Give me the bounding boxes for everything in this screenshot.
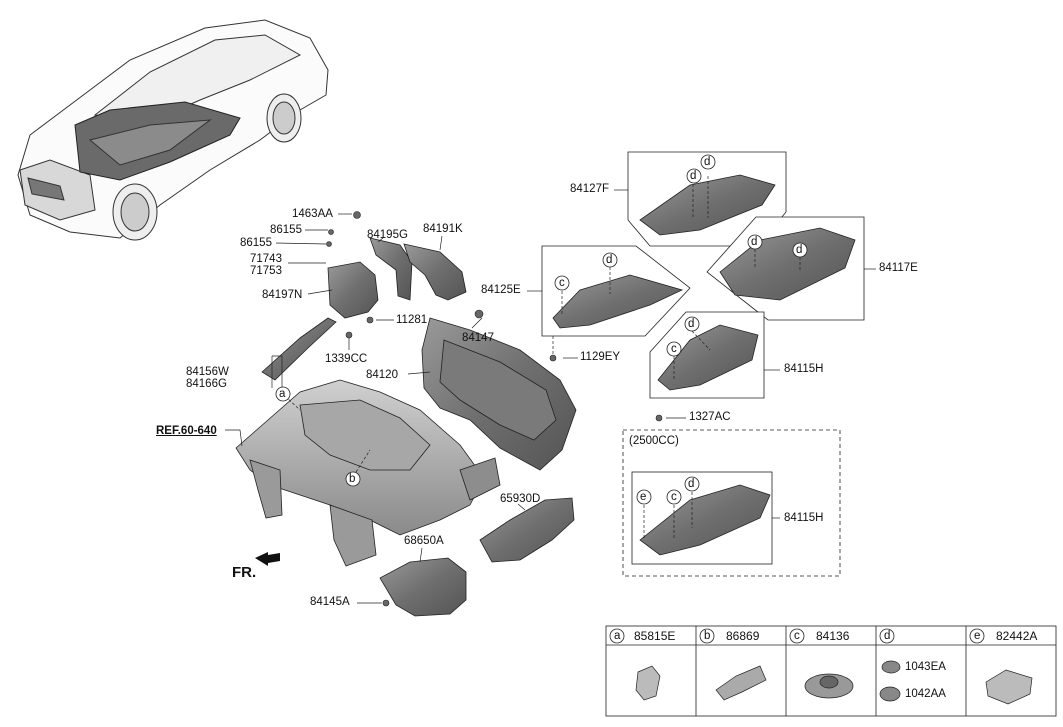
part-label-84156W[interactable]: 84156W — [186, 366, 229, 378]
legend-letter-a: a — [614, 630, 621, 642]
callout-d: d — [690, 170, 697, 182]
part-label-84115H[interactable]: 84115H — [784, 363, 824, 375]
front-direction-label: FR. — [232, 564, 257, 581]
legend-code-84136[interactable]: 84136 — [816, 629, 850, 643]
part-label-84115H[interactable]: 84115H — [784, 512, 824, 524]
legend-letter-b: b — [704, 630, 711, 642]
legend-code-1042AA[interactable]: 1042AA — [905, 688, 946, 700]
legend-letter-d: d — [884, 630, 891, 642]
nut-flange-icon — [879, 686, 901, 702]
legend-code-1043EA[interactable]: 1043EA — [905, 661, 946, 673]
part-label-71753[interactable]: 71753 — [250, 265, 282, 277]
legend-code-85815E[interactable]: 85815E — [634, 629, 676, 643]
callout-d: d — [688, 318, 695, 330]
callout-d: d — [688, 478, 695, 490]
part-label-84191K[interactable]: 84191K — [423, 223, 463, 235]
pin-icon — [715, 665, 767, 701]
ref-label[interactable]: REF.60-640 — [156, 425, 217, 437]
callout-a: a — [279, 388, 286, 400]
fasteners — [326, 211, 663, 607]
callout-d: d — [751, 236, 758, 248]
leader-lines — [225, 213, 686, 604]
callout-c: c — [671, 343, 677, 355]
part-label-86155[interactable]: 86155 — [240, 237, 272, 249]
part-label-84145A[interactable]: 84145A — [310, 596, 350, 608]
part-label-1327AC[interactable]: 1327AC — [689, 411, 731, 423]
part-label-84125E[interactable]: 84125E — [481, 284, 521, 296]
callout-c: c — [559, 277, 565, 289]
part-label-1339CC[interactable]: 1339CC — [325, 353, 368, 365]
nut-icon — [881, 660, 901, 674]
part-label-84166G[interactable]: 84166G — [186, 378, 227, 390]
part-label-1129EY[interactable]: 1129EY — [580, 351, 621, 363]
part-label-84197N[interactable]: 84197N — [262, 289, 303, 301]
legend-part-icons — [635, 660, 1033, 705]
part-label-11281[interactable]: 11281 — [396, 314, 428, 326]
underbody-covers — [541, 151, 865, 577]
part-label-86155[interactable]: 86155 — [270, 224, 302, 236]
callout-d: d — [606, 254, 613, 266]
part-label-84147[interactable]: 84147 — [462, 332, 494, 344]
vehicle-overview — [17, 19, 329, 241]
part-label-84117E[interactable]: 84117E — [879, 262, 918, 274]
part-label-1463AA[interactable]: 1463AA — [292, 208, 333, 220]
callout-b: b — [349, 473, 356, 485]
callout-e: e — [640, 491, 647, 503]
part-label-65930D[interactable]: 65930D — [500, 493, 541, 505]
legend-letter-e: e — [974, 630, 981, 642]
callout-d: d — [796, 244, 803, 256]
legend-letter-c: c — [794, 630, 800, 642]
callout-d: d — [704, 156, 711, 168]
callout-c: c — [671, 491, 677, 503]
front-arrow-icon — [255, 552, 280, 566]
part-label-68650A[interactable]: 68650A — [404, 535, 444, 547]
front-body-frame — [235, 379, 501, 567]
engine-variant-label: (2500CC) — [629, 435, 679, 447]
clip-icon — [635, 665, 661, 701]
part-label-84120[interactable]: 84120 — [366, 369, 398, 381]
part-label-84195G[interactable]: 84195G — [367, 229, 408, 241]
legend-code-86869[interactable]: 86869 — [726, 629, 760, 643]
part-label-84127F[interactable]: 84127F — [570, 183, 610, 195]
cover-leader-lines — [527, 176, 876, 540]
insulators — [379, 497, 575, 617]
cowl-panels — [261, 237, 577, 471]
speed-nut-icon — [985, 669, 1033, 705]
legend-code-82442A[interactable]: 82442A — [996, 629, 1038, 643]
part-label-71743[interactable]: 71743 — [250, 253, 282, 265]
